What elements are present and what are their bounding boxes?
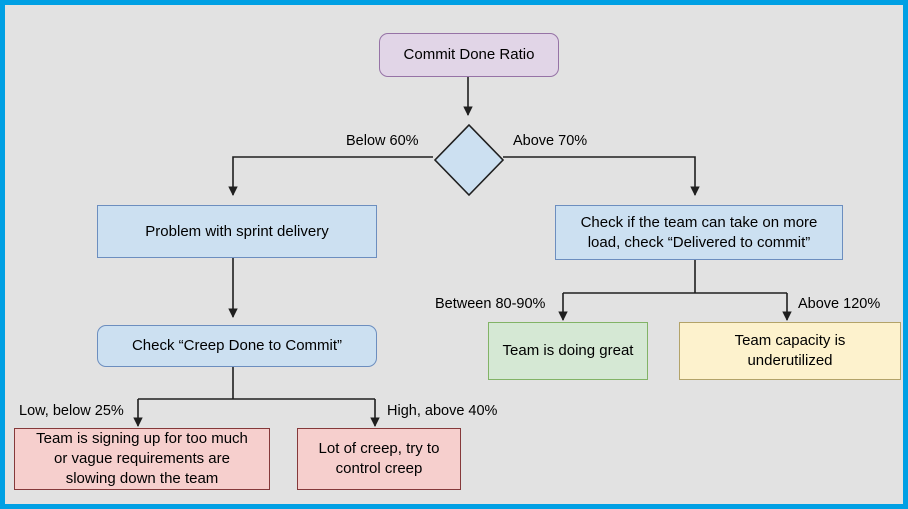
edge-decision-right [503, 156, 700, 196]
node-team-signing-up-too-much[interactable]: Team is signing up for too much or vague… [14, 428, 270, 490]
decision-diamond[interactable] [433, 123, 505, 197]
edge-label-high-above-40: High, above 40% [387, 403, 498, 419]
node-check-creep-done-to-commit[interactable]: Check “Creep Done to Commit” [97, 325, 377, 367]
node-problem-sprint-delivery[interactable]: Problem with sprint delivery [97, 205, 377, 258]
edge-label-between-80-90: Between 80-90% [435, 296, 546, 312]
node-team-capacity-underutilized[interactable]: Team capacity is underutilized [679, 322, 901, 380]
edge-label-low-below-25: Low, below 25% [19, 403, 124, 419]
node-team-is-doing-great[interactable]: Team is doing great [488, 322, 648, 380]
node-lot-of-creep[interactable]: Lot of creep, try to control creep [297, 428, 461, 490]
edge-label-below-60: Below 60% [346, 133, 419, 149]
node-check-more-load[interactable]: Check if the team can take on more load,… [555, 205, 843, 260]
edge-label-above-120: Above 120% [798, 296, 881, 312]
node-commit-done-ratio[interactable]: Commit Done Ratio [379, 33, 559, 77]
edge-decision-left [228, 156, 433, 196]
edge-label-above-70: Above 70% [513, 133, 588, 149]
